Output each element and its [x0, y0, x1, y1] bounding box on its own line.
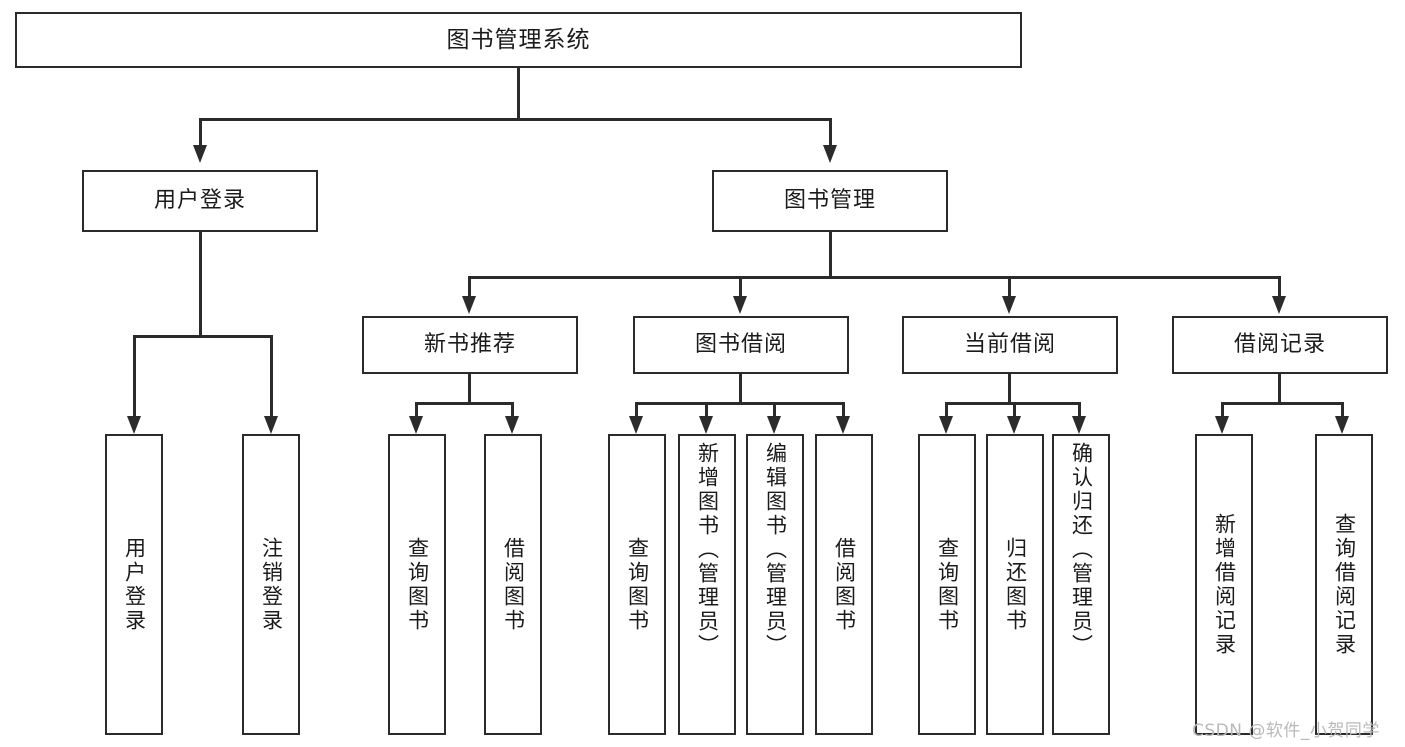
leaf-user-login[interactable]: 用户登录: [105, 434, 163, 735]
connector-book-borrow-down: [739, 374, 742, 402]
leaf-query-borrow-record[interactable]: 查询借阅记录: [1315, 434, 1373, 735]
leaf-query-book-current[interactable]: 查询图书: [918, 434, 976, 735]
connector-level2-bar: [468, 276, 1280, 279]
connector-user-login-bar: [133, 335, 272, 338]
arrow-to-book-borrow: [733, 296, 747, 314]
arrow-to-book-manage: [823, 145, 837, 163]
node-new-book-recommend[interactable]: 新书推荐: [362, 316, 578, 374]
node-label: 查询借阅记录: [1332, 512, 1357, 657]
node-label: 图书管理系统: [446, 26, 591, 53]
connector-new-book-leaf-2: [511, 402, 514, 416]
node-label: 归还图书: [1003, 536, 1028, 633]
node-label: 新增借阅记录: [1212, 512, 1237, 657]
node-book-borrow[interactable]: 图书借阅: [633, 316, 849, 374]
connector-book-borrow-bar: [635, 402, 844, 405]
node-root-system[interactable]: 图书管理系统: [15, 12, 1022, 68]
node-label: 编辑图书（管理员）: [763, 442, 788, 658]
arrow-book-borrow-leaf-4: [836, 416, 850, 434]
node-label: 图书管理: [783, 188, 876, 214]
node-label: 图书借阅: [694, 332, 787, 358]
node-label: 确认归还（管理员）: [1069, 442, 1094, 658]
leaf-query-book-recommend[interactable]: 查询图书: [388, 434, 446, 735]
arrow-new-book-leaf-2: [505, 416, 519, 434]
connector-new-book-leaf-1: [415, 402, 418, 416]
node-label: 查询图书: [405, 536, 430, 633]
node-label: 查询图书: [625, 536, 650, 633]
connector-to-current-borrow: [1008, 276, 1011, 296]
connector-to-user-login: [199, 118, 202, 145]
arrow-book-borrow-leaf-3: [767, 416, 781, 434]
connector-borrow-record-leaf-2: [1341, 402, 1344, 416]
arrow-book-borrow-leaf-2: [699, 416, 713, 434]
connector-current-borrow-leaf-1: [945, 402, 948, 416]
leaf-borrow-book[interactable]: 借阅图书: [815, 434, 873, 735]
arrow-borrow-record-leaf-1: [1215, 416, 1229, 434]
arrow-new-book-leaf-1: [409, 416, 423, 434]
connector-new-book-down: [468, 374, 471, 402]
connector-root-down: [517, 68, 520, 118]
node-borrow-record[interactable]: 借阅记录: [1172, 316, 1388, 374]
leaf-return-book[interactable]: 归还图书: [986, 434, 1044, 735]
arrow-to-borrow-record: [1272, 296, 1286, 314]
leaf-edit-book-admin[interactable]: 编辑图书（管理员）: [746, 434, 804, 735]
connector-current-borrow-leaf-3: [1078, 402, 1081, 416]
connector-user-login-leaf-2: [270, 335, 273, 416]
arrow-user-login-leaf-1: [127, 416, 141, 434]
connector-to-new-book: [468, 276, 471, 296]
arrow-current-borrow-leaf-3: [1072, 416, 1086, 434]
node-label: 注销登录: [259, 536, 284, 633]
leaf-confirm-return-admin[interactable]: 确认归还（管理员）: [1052, 434, 1110, 735]
node-user-login[interactable]: 用户登录: [82, 170, 318, 232]
arrow-to-user-login: [193, 145, 207, 163]
connector-to-borrow-record: [1278, 276, 1281, 296]
node-book-manage[interactable]: 图书管理: [712, 170, 948, 232]
leaf-add-borrow-record[interactable]: 新增借阅记录: [1195, 434, 1253, 735]
connector-book-manage-down: [829, 232, 832, 276]
node-label: 用户登录: [122, 536, 147, 633]
connector-borrow-record-down: [1278, 374, 1281, 402]
arrow-current-borrow-leaf-1: [939, 416, 953, 434]
node-label: 借阅图书: [832, 536, 857, 633]
connector-borrow-record-bar: [1221, 402, 1343, 405]
node-label: 借阅记录: [1233, 332, 1326, 358]
node-label: 当前借阅: [963, 332, 1056, 358]
connector-user-login-down: [199, 232, 202, 335]
node-label: 用户登录: [153, 188, 246, 214]
csdn-watermark: CSDN @软件_小贺同学: [1192, 721, 1380, 741]
connector-borrow-record-leaf-1: [1221, 402, 1224, 416]
leaf-logout[interactable]: 注销登录: [242, 434, 300, 735]
connector-to-book-borrow: [739, 276, 742, 296]
connector-book-borrow-leaf-4: [842, 402, 845, 416]
leaf-add-book-admin[interactable]: 新增图书（管理员）: [678, 434, 736, 735]
arrow-current-borrow-leaf-2: [1007, 416, 1021, 434]
connector-current-borrow-leaf-2: [1013, 402, 1016, 416]
node-label: 查询图书: [935, 536, 960, 633]
arrow-user-login-leaf-2: [264, 416, 278, 434]
connector-book-borrow-leaf-2: [705, 402, 708, 416]
node-current-borrow[interactable]: 当前借阅: [902, 316, 1118, 374]
connector-book-borrow-leaf-3: [773, 402, 776, 416]
arrow-borrow-record-leaf-2: [1335, 416, 1349, 434]
arrow-to-new-book: [462, 296, 476, 314]
connector-book-borrow-leaf-1: [635, 402, 638, 416]
leaf-borrow-book-recommend[interactable]: 借阅图书: [484, 434, 542, 735]
node-label: 借阅图书: [501, 536, 526, 633]
arrow-book-borrow-leaf-1: [629, 416, 643, 434]
arrow-to-current-borrow: [1002, 296, 1016, 314]
node-label: 新增图书（管理员）: [695, 442, 720, 658]
node-label: 新书推荐: [423, 332, 516, 358]
connector-level1-bar: [199, 118, 831, 121]
connector-to-book-manage: [829, 118, 832, 145]
connector-current-borrow-down: [1008, 374, 1011, 402]
leaf-query-book-borrow[interactable]: 查询图书: [608, 434, 666, 735]
connector-user-login-leaf-1: [133, 335, 136, 416]
connector-new-book-bar: [415, 402, 513, 405]
